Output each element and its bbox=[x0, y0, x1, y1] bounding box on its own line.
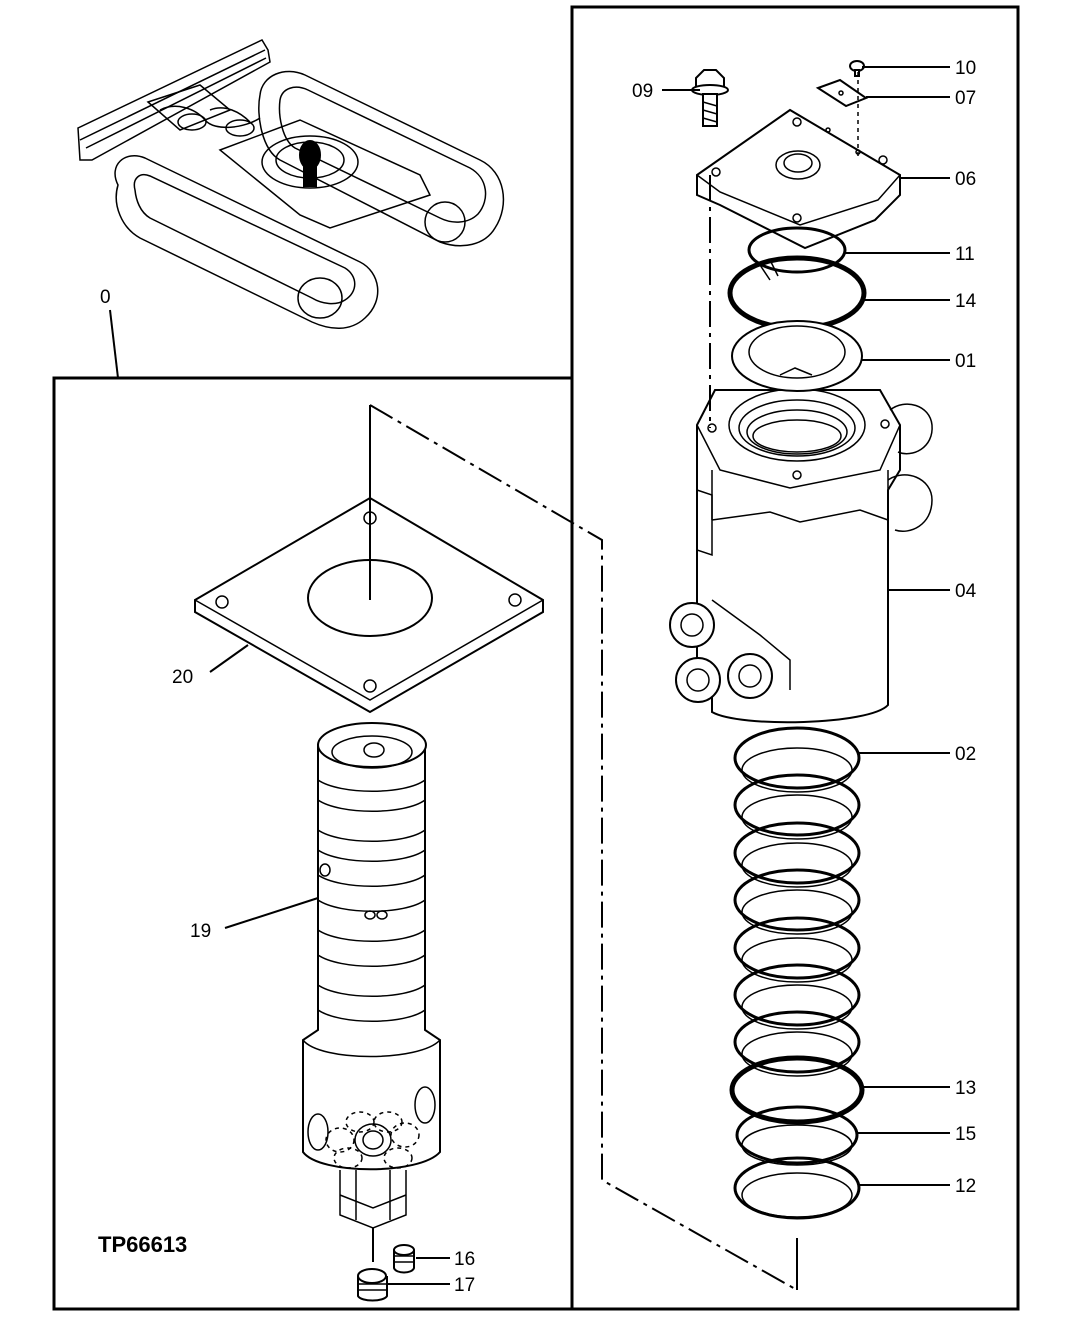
assembly-centerlines bbox=[369, 72, 859, 1291]
callout-06: 06 bbox=[955, 169, 976, 190]
callout-20: 20 bbox=[172, 667, 193, 688]
callout-10: 10 bbox=[955, 58, 976, 79]
callout-17: 17 bbox=[454, 1275, 475, 1296]
spindle-shaft bbox=[302, 722, 441, 1229]
callout-01: 01 bbox=[955, 351, 976, 372]
name-plate bbox=[815, 78, 869, 108]
figure-id: TP66613 bbox=[98, 1232, 187, 1257]
frame-lines bbox=[52, 5, 1020, 1311]
callout-15: 15 bbox=[955, 1124, 976, 1145]
bolt bbox=[691, 69, 729, 127]
callout-12: 12 bbox=[955, 1176, 976, 1197]
callout-13: 13 bbox=[955, 1078, 976, 1099]
plug-small bbox=[393, 1244, 415, 1274]
callout-02: 02 bbox=[955, 744, 976, 765]
dust-seal bbox=[733, 1156, 861, 1220]
seal-stack bbox=[733, 726, 861, 1077]
callout-09: 09 bbox=[632, 81, 653, 102]
o-ring-bottom bbox=[729, 1055, 865, 1125]
callout-19: 19 bbox=[190, 921, 211, 942]
callout-11: 11 bbox=[955, 244, 975, 265]
seal-ring bbox=[731, 320, 863, 392]
callout-16: 16 bbox=[454, 1249, 475, 1270]
backup-ring bbox=[735, 1105, 859, 1166]
mounting-plate bbox=[194, 496, 544, 714]
center-joint-housing bbox=[669, 388, 933, 724]
leader-lines bbox=[109, 66, 950, 1285]
plug-large bbox=[357, 1268, 388, 1302]
callout-14: 14 bbox=[955, 291, 977, 312]
o-ring-top bbox=[727, 255, 867, 331]
plate-screw bbox=[849, 60, 865, 77]
callout-07: 07 bbox=[955, 88, 976, 109]
callout-0: 0 bbox=[100, 287, 111, 308]
callout-labels: 0 09 10 07 06 11 14 01 04 02 13 15 12 20… bbox=[100, 58, 977, 1296]
callout-04: 04 bbox=[955, 581, 977, 602]
excavator-undercarriage-illustration bbox=[77, 39, 505, 329]
